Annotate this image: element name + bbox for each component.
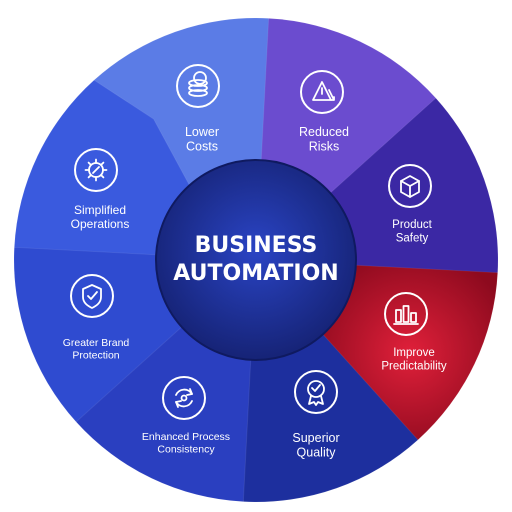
warning-down-arrow-icon [300,70,344,114]
segment-lower-costs [93,17,284,188]
shield-check-icon [70,274,114,318]
award-ribbon-icon [294,370,338,414]
segment-greater-brand-protection [13,232,184,423]
coins-icon [176,64,220,108]
refresh-cycle-icon [162,376,206,420]
bar-chart-icon [384,292,428,336]
segment-product-safety [328,97,499,288]
center-title-line2: AUTOMATION [173,261,338,286]
box-icon [388,164,432,208]
center-title-line1: BUSINESS [195,233,318,258]
center-hub [155,159,357,361]
icons-layer [70,64,432,420]
gear-wrench-icon [74,148,118,192]
segment-superior-quality [228,332,419,503]
